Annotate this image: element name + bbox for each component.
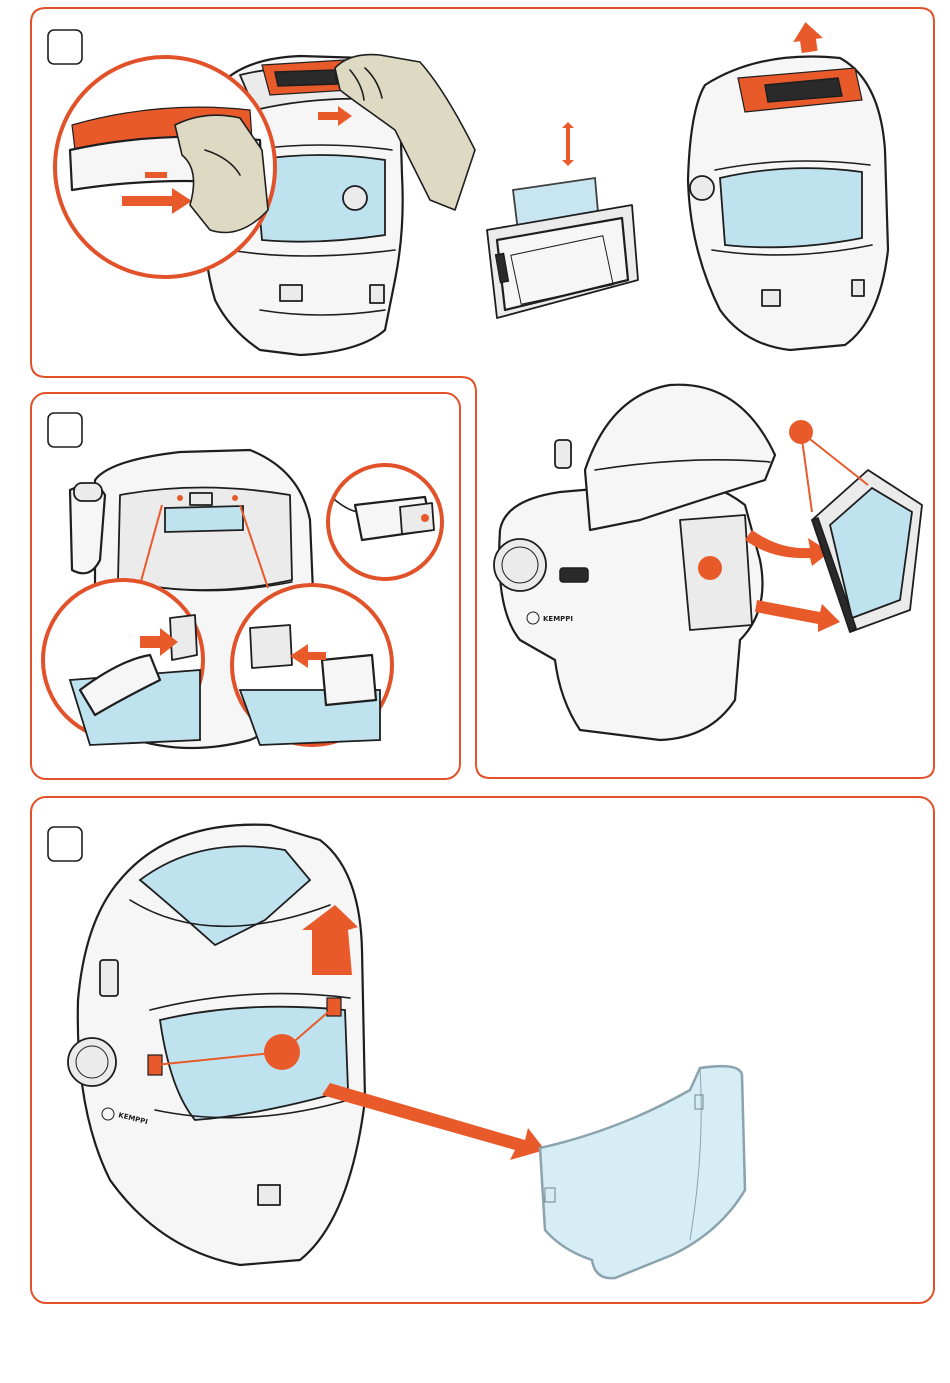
zoom-detail-visor-removal [55, 57, 275, 277]
step-number-box-1 [48, 30, 82, 64]
helmet-adf-insertion: KEMPPI [494, 385, 922, 740]
step-number-box-2 [48, 413, 82, 447]
inner-protective-lens [540, 1066, 745, 1278]
helmet-inner-lens: KEMPPI [68, 825, 545, 1265]
zoom-connector-right [232, 585, 392, 745]
zoom-connector-left [43, 580, 203, 745]
brand-logo-side-text: KEMPPI [543, 615, 573, 623]
filter-cartridge [487, 122, 638, 318]
panel-bottom: KEMPPI [31, 797, 934, 1303]
step-number-box-3 [48, 827, 82, 861]
zoom-usb-cable [328, 465, 442, 579]
adf-cartridge [812, 470, 922, 632]
panel-middle-left [31, 393, 460, 779]
helmet-filter-lift [688, 20, 888, 350]
